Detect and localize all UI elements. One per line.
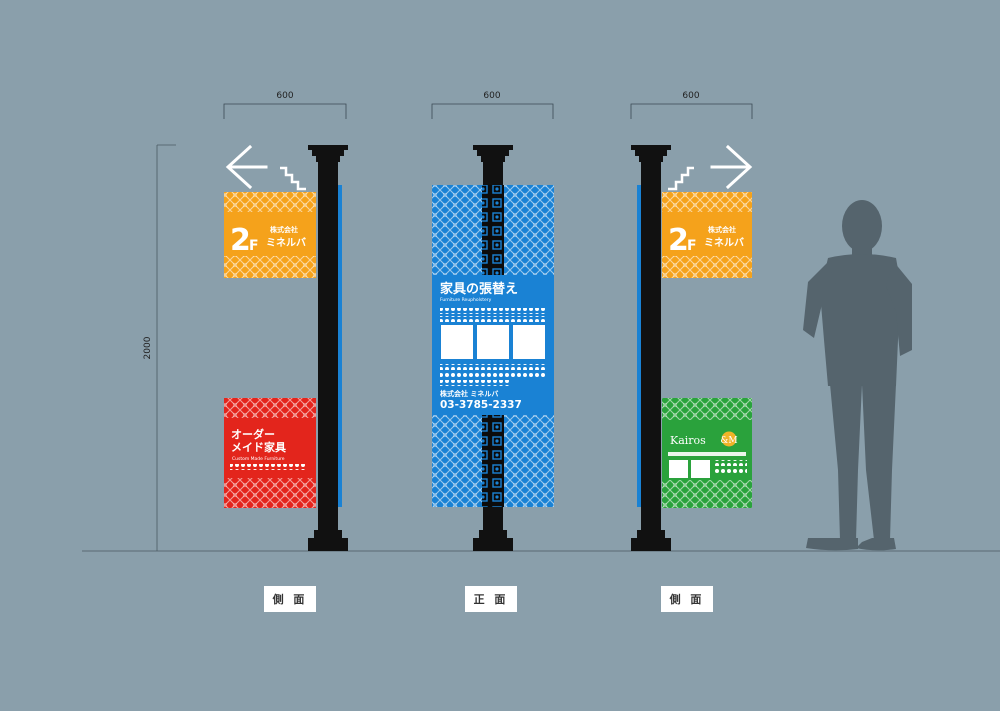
stairs-icon bbox=[668, 166, 694, 191]
width-dimension-right-label: 600 bbox=[682, 91, 699, 101]
height-dimension-label: 2000 bbox=[143, 336, 153, 359]
front-sign-subtitle: Furniture Reupholstery bbox=[440, 297, 492, 303]
floor-number: 2 bbox=[230, 223, 251, 258]
company-name: ミネルバ bbox=[704, 237, 744, 249]
photo-placeholder-3 bbox=[513, 325, 545, 359]
caption-right-side: 側 面 bbox=[661, 586, 713, 612]
dot-row bbox=[440, 308, 546, 314]
dot-row bbox=[440, 364, 546, 370]
dot-row bbox=[440, 316, 546, 322]
width-dimension-left-label: 600 bbox=[276, 91, 293, 101]
company-name: ミネルバ bbox=[266, 237, 306, 249]
front-sign-company: 株式会社 ミネルバ bbox=[440, 389, 498, 398]
right-side-view: 2 F 株式会社 ミネルバ Kairos &M bbox=[631, 144, 753, 551]
dot-row bbox=[713, 468, 747, 474]
front-sign-phone: 03-3785-2337 bbox=[440, 399, 522, 411]
photo-placeholder-2 bbox=[691, 460, 710, 478]
photo-placeholder-1 bbox=[669, 460, 688, 478]
dot-row bbox=[230, 464, 306, 470]
width-dimension-center-label: 600 bbox=[483, 91, 500, 101]
order-sign-line1: オーダー bbox=[231, 427, 275, 441]
photo-placeholder-1 bbox=[441, 325, 473, 359]
panel-edge bbox=[336, 185, 342, 507]
panel-edge bbox=[637, 185, 643, 507]
caption-front: 正 面 bbox=[465, 586, 517, 612]
kairos-brand: Kairos bbox=[670, 434, 706, 447]
width-dimension-left bbox=[223, 103, 347, 119]
arrow-right-icon bbox=[710, 144, 753, 190]
center-front-view: 家具の張替え Furniture Reupholstery 株式会社 ミネルバ … bbox=[432, 145, 554, 551]
photo-placeholder-2 bbox=[477, 325, 509, 359]
floor-number: 2 bbox=[668, 223, 689, 258]
pole-left bbox=[308, 145, 348, 551]
order-sign-line2: メイド家具 bbox=[231, 440, 286, 454]
width-dimension-center bbox=[431, 103, 554, 119]
dot-row bbox=[440, 372, 546, 378]
floor-suffix: F bbox=[687, 238, 697, 254]
kairos-rule bbox=[668, 452, 746, 456]
front-sign-title: 家具の張替え bbox=[440, 281, 518, 297]
floor-suffix: F bbox=[249, 238, 259, 254]
caption-left-side: 側 面 bbox=[264, 586, 316, 612]
person-silhouette bbox=[803, 200, 912, 551]
dot-row bbox=[440, 380, 510, 386]
arrow-left-icon bbox=[225, 144, 268, 190]
company-prefix: 株式会社 bbox=[708, 225, 736, 234]
pole-right bbox=[631, 145, 671, 551]
width-dimension-right bbox=[630, 103, 753, 119]
kairos-logo-mark bbox=[721, 431, 737, 447]
height-dimension bbox=[156, 144, 176, 551]
left-side-view: 2 F 株式会社 ミネルバ オーダー メイド家具 Custom Made Fur… bbox=[224, 144, 348, 551]
company-prefix: 株式会社 bbox=[270, 225, 298, 234]
order-sign-subtitle: Custom Made Furniture bbox=[232, 456, 285, 462]
stairs-icon bbox=[280, 166, 306, 191]
kairos-brand-mark: &M bbox=[720, 436, 737, 446]
dot-row bbox=[713, 460, 747, 466]
